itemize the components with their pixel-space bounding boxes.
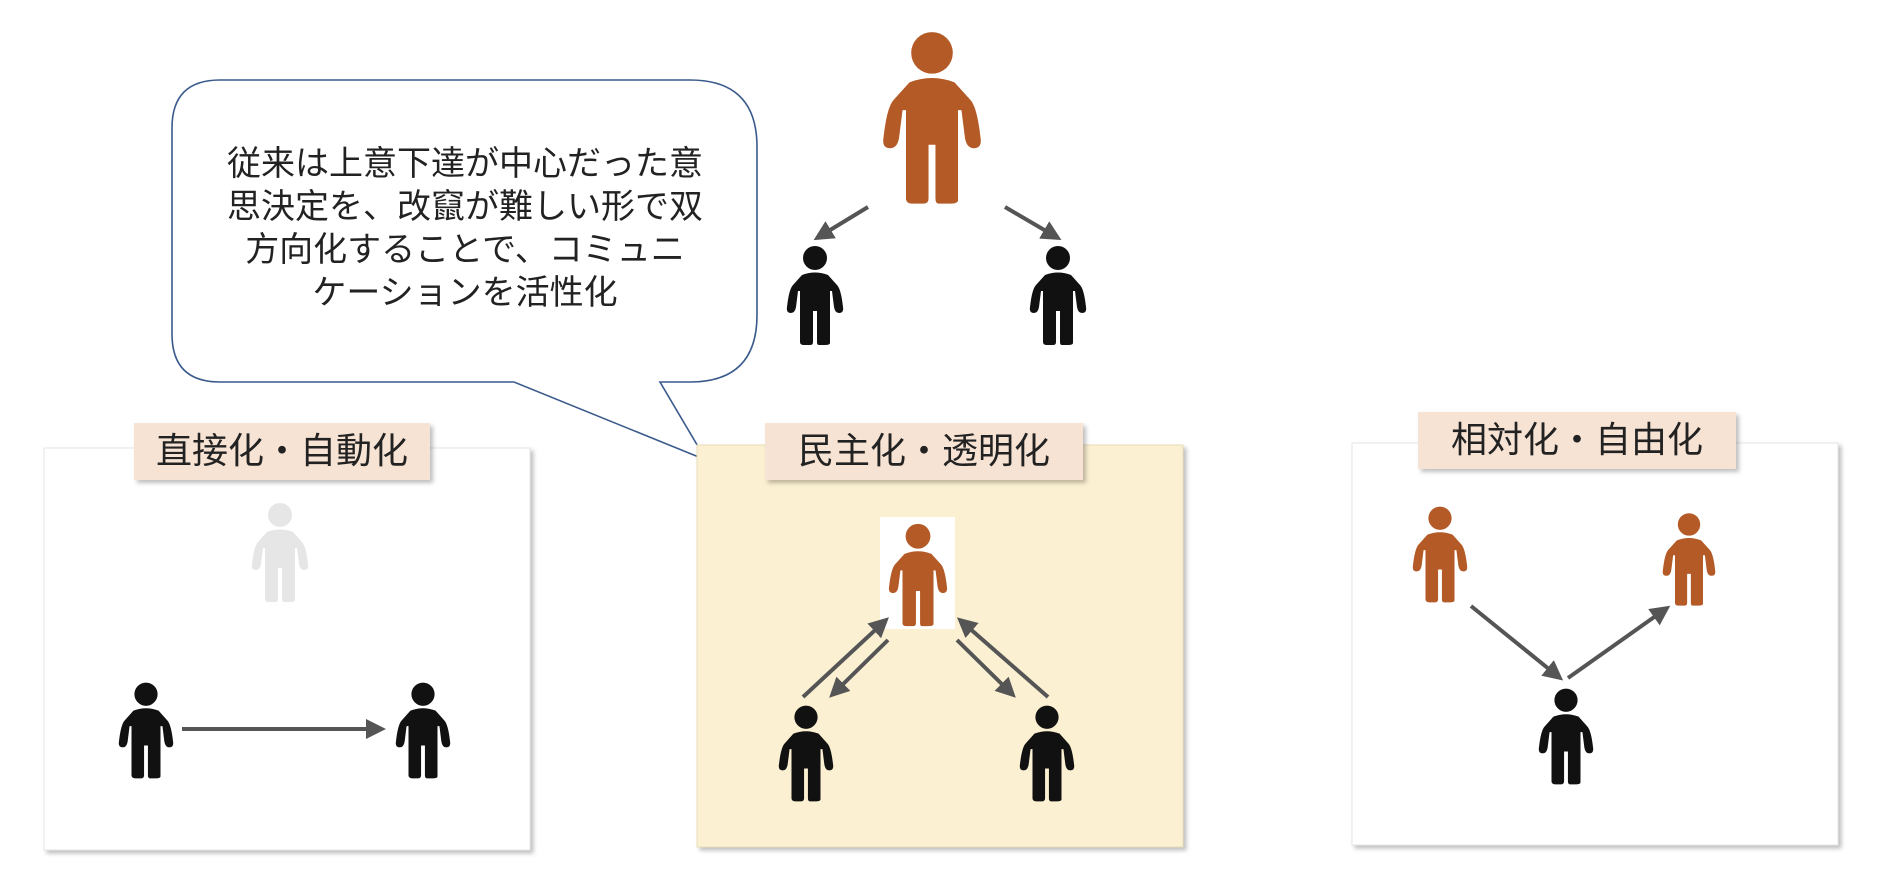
top-member-left-person-icon <box>786 246 844 345</box>
arrow-leader-to-left <box>813 205 870 241</box>
panel-1-label: 直接化・自動化 <box>134 423 430 480</box>
panel-2-label-bg <box>765 423 1083 480</box>
panel-3-arrow-out <box>1566 605 1671 680</box>
panel-3-box <box>1351 442 1839 846</box>
panel-3-label-text: 相対化・自由化 <box>1451 420 1703 461</box>
speech-bubble-line-1: 従来は上意下達が中心だった意 <box>227 144 703 184</box>
panel-direct-automation: 直接化・自動化 <box>43 423 531 851</box>
panel-2-arrow-left-up <box>801 617 889 699</box>
panel-3-label: 相対化・自由化 <box>1418 412 1736 469</box>
panel-2-label-text: 民主化・透明化 <box>798 431 1050 472</box>
panel-2-box <box>696 444 1184 848</box>
panel-2-arrow-right-up <box>956 617 1050 699</box>
panel-2-arrow-left-down <box>829 638 890 698</box>
panel-democratization-transparency: 民主化・透明化 <box>696 423 1184 848</box>
panel-relativization-liberalization: 相対化・自由化 <box>1351 412 1839 846</box>
speech-bubble-line-4: ケーションを活性化 <box>312 273 617 313</box>
panel-2-label: 民主化・透明化 <box>765 423 1083 480</box>
panel-1-label-bg <box>134 423 430 480</box>
speech-bubble-line-3: 方向化することで、コミュニ <box>245 230 685 270</box>
speech-bubble-shape <box>171 79 758 462</box>
panel-1-label-text: 直接化・自動化 <box>156 431 408 472</box>
top-hierarchy <box>786 32 1087 345</box>
speech-bubble: 従来は上意下達が中心だった意 思決定を、改竄が難しい形で双 方向化することで、コ… <box>171 79 758 462</box>
speech-bubble-line-2: 思決定を、改竄が難しい形で双 <box>227 187 703 227</box>
top-member-right-person-icon <box>1029 246 1087 345</box>
panel-2-arrow-right-down <box>955 638 1016 698</box>
arrow-leader-to-right <box>1003 205 1062 241</box>
panel-3-arrow-in <box>1469 604 1564 681</box>
top-leader-person-icon <box>883 32 981 204</box>
panel-3-label-bg <box>1418 412 1736 469</box>
